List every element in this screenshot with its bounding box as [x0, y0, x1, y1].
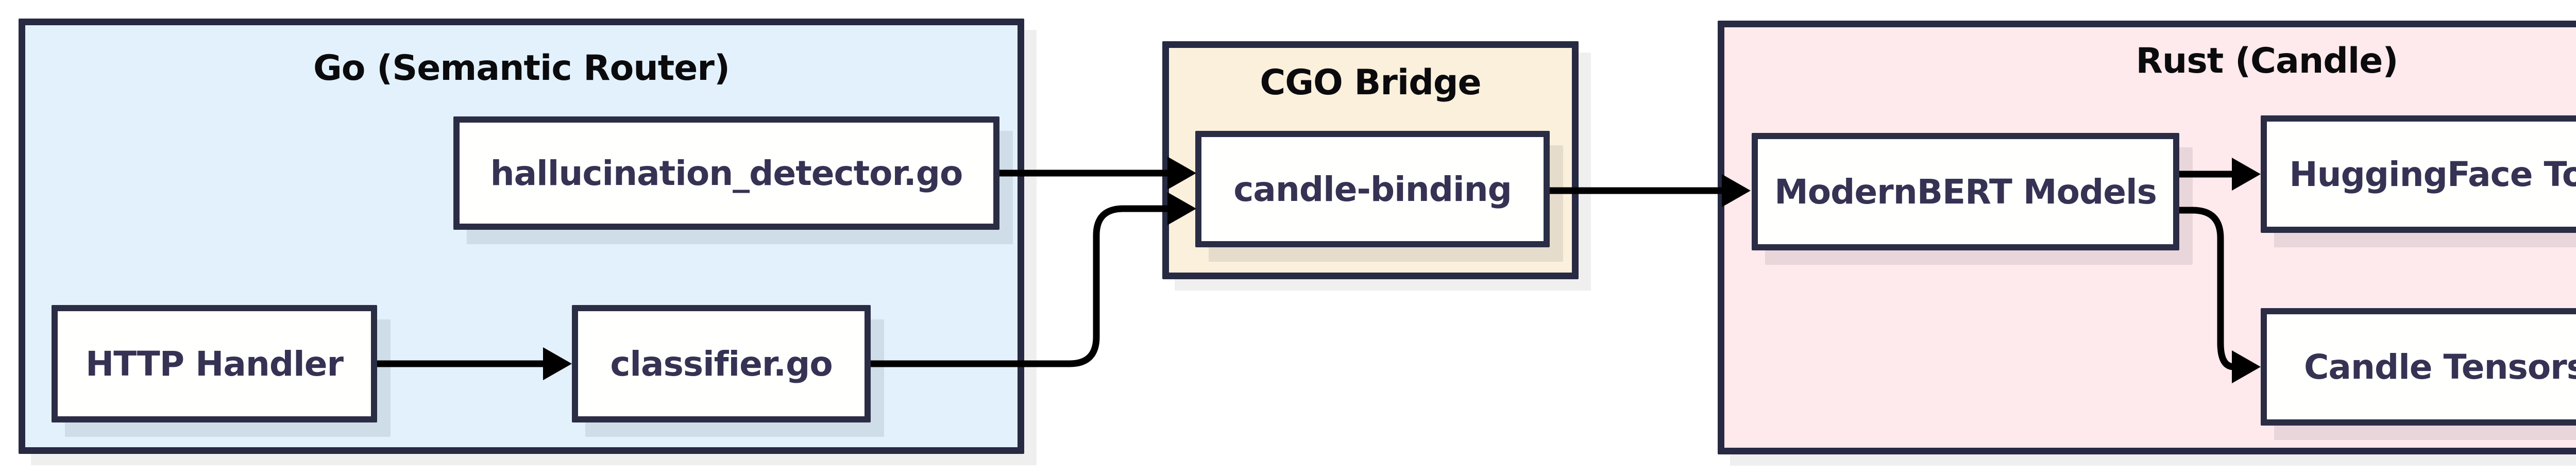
container-rust-title: Rust (Candle) — [2136, 41, 2399, 81]
node-huggingface-tokenizers-label: HuggingFace Tokenizers — [2289, 154, 2576, 194]
node-modernbert-models-label: ModernBERT Models — [1774, 172, 2157, 212]
node-http-handler: HTTP Handler — [52, 305, 377, 422]
node-http-handler-label: HTTP Handler — [85, 344, 344, 384]
container-cgo-title: CGO Bridge — [1260, 62, 1481, 103]
node-candle-binding: candle-binding — [1195, 131, 1550, 247]
node-hallucination-detector-go: hallucination_detector.go — [453, 116, 999, 230]
node-hallucination-detector-go-label: hallucination_detector.go — [490, 153, 963, 193]
node-classifier-go: classifier.go — [572, 305, 871, 422]
node-candle-tensors-label: Candle Tensors — [2303, 347, 2576, 387]
node-candle-binding-label: candle-binding — [1233, 169, 1512, 209]
node-huggingface-tokenizers: HuggingFace Tokenizers — [2261, 115, 2576, 233]
container-go-title: Go (Semantic Router) — [313, 48, 730, 89]
node-modernbert-models: ModernBERT Models — [1752, 133, 2179, 250]
node-classifier-go-label: classifier.go — [610, 344, 833, 384]
node-candle-tensors: Candle Tensors — [2261, 308, 2576, 426]
